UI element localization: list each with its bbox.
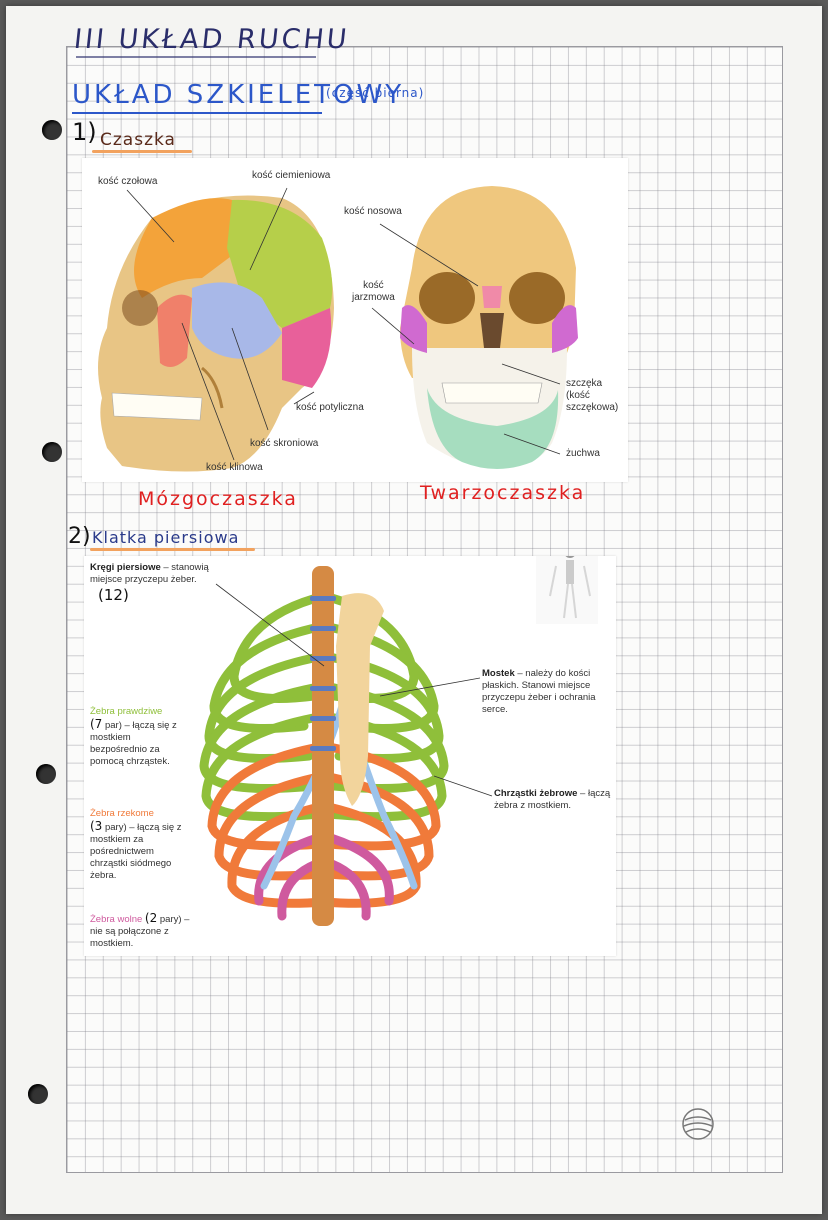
label-mandible: żuchwa bbox=[566, 448, 600, 459]
caption-neurocranium: Mózgoczaszka bbox=[138, 488, 298, 510]
skull-figure: kość czołowa kość ciemieniowa kość nosow… bbox=[82, 158, 628, 482]
section1-heading: Czaszka bbox=[100, 130, 176, 150]
label-false-ribs: Żebra rzekome (3 pary) – łączą się z mos… bbox=[90, 808, 182, 881]
binder-hole bbox=[42, 120, 62, 140]
skull-illustration bbox=[98, 186, 578, 472]
ribcage-illustration bbox=[199, 544, 598, 926]
section2-number: 2) bbox=[68, 524, 91, 549]
label-maxilla: szczęka (kość szczękowa) bbox=[566, 378, 619, 413]
label-true-ribs: Żebra prawdziwe (7 par) – łączą się z mo… bbox=[90, 706, 177, 767]
section1-number: 1) bbox=[72, 118, 97, 146]
sternum bbox=[336, 593, 384, 806]
label-sternum: Mostek – należy do kości płaskich. Stano… bbox=[482, 668, 596, 715]
skeleton-thumbnail bbox=[536, 544, 598, 624]
binder-hole bbox=[42, 442, 62, 462]
subtitle-note: (część bierna) bbox=[326, 86, 425, 100]
label-zygomatic-bone: kość jarzmowa bbox=[352, 280, 395, 303]
page-title: III UKŁAD RUCHU bbox=[72, 24, 352, 55]
subtitle-underline bbox=[72, 112, 322, 114]
caption-viscerocranium: Twarzoczaszka bbox=[420, 482, 586, 504]
ribcage-figure: Kręgi piersiowe – stanowią miejsce przyc… bbox=[84, 544, 616, 956]
label-thoracic-vertebrae: Kręgi piersiowe – stanowią miejsce przyc… bbox=[90, 562, 209, 585]
side-skull bbox=[98, 195, 334, 472]
label-temporal-bone: kość skroniowa bbox=[250, 438, 319, 449]
label-frontal-bone: kość czołowa bbox=[98, 176, 158, 187]
globe-logo-icon bbox=[682, 1108, 714, 1140]
section1-highlight bbox=[92, 150, 192, 153]
label-costal-cartilage: Chrząstki żebrowe – łączą żebra z mostki… bbox=[494, 788, 611, 811]
section2-highlight bbox=[90, 548, 255, 551]
binder-hole bbox=[28, 1084, 48, 1104]
label-occipital-bone: kość potyliczna bbox=[296, 402, 364, 413]
title-underline bbox=[76, 56, 316, 58]
label-sphenoid-bone: kość klinowa bbox=[206, 462, 263, 473]
note-vertebrae-count: (12) bbox=[98, 586, 129, 604]
page-subtitle: UKŁAD SZKIELETOWY bbox=[72, 80, 405, 110]
label-nasal-bone: kość nosowa bbox=[344, 206, 402, 217]
label-parietal-bone: kość ciemieniowa bbox=[252, 170, 331, 181]
section2-heading: Klatka piersiowa bbox=[92, 528, 240, 547]
label-floating-ribs: Żebra wolne (2 pary) – nie są połączone … bbox=[90, 911, 190, 949]
front-skull bbox=[400, 186, 578, 469]
binder-hole bbox=[36, 764, 56, 784]
ribs bbox=[199, 591, 449, 921]
